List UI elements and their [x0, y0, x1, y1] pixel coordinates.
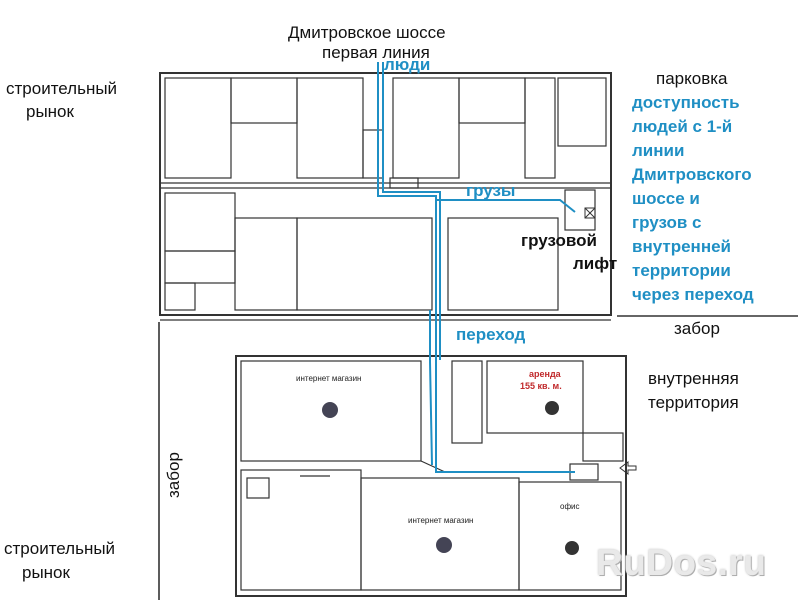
- access-line-6: грузов с: [632, 213, 702, 232]
- routes: [377, 62, 576, 473]
- access-line-2: людей с 1-й: [632, 117, 733, 136]
- people-label: люди: [384, 55, 431, 74]
- room-symbols: [322, 401, 579, 555]
- fence-left-label: забор: [164, 452, 183, 498]
- road-label-line1: Дмитровское шоссе: [288, 23, 446, 42]
- office-icon: [545, 401, 559, 415]
- access-line-3: линии: [632, 141, 685, 160]
- icons: [584, 207, 637, 475]
- freight-lift-line2: лифт: [573, 254, 618, 273]
- shop-icon: [322, 402, 338, 418]
- access-line-7: внутренней: [632, 237, 731, 256]
- office-icon: [565, 541, 579, 555]
- passage-label: переход: [456, 325, 526, 344]
- parking-label: парковка: [656, 69, 728, 88]
- room-shop1-label: интернет магазин: [296, 374, 362, 383]
- entrance-arrow-icon: [619, 461, 637, 475]
- access-line-9: через переход: [632, 285, 754, 304]
- room-rent-line2: 155 кв. м.: [520, 381, 562, 391]
- inner-territory-line1: внутренняя: [648, 369, 739, 388]
- market-bottom-line1: строительный: [4, 539, 116, 558]
- room-office-label: офис: [560, 502, 580, 511]
- room-rent-line1: аренда: [529, 369, 561, 379]
- cargo-label: грузы: [466, 181, 516, 200]
- lift-icon: [584, 207, 596, 219]
- road-label-line2: первая линия: [322, 43, 430, 62]
- fence-right-label: забор: [674, 319, 720, 338]
- access-line-8: территории: [632, 261, 731, 280]
- access-line-5: шоссе и: [632, 189, 700, 208]
- watermark: RuDos.ru: [596, 542, 767, 583]
- market-top-line2: рынок: [26, 102, 74, 121]
- market-bottom-line2: рынок: [22, 563, 70, 582]
- freight-lift-line1: грузовой: [521, 231, 597, 250]
- inner-territory-line2: территория: [648, 393, 739, 412]
- market-top-line1: строительный: [6, 79, 118, 98]
- fences: [158, 315, 798, 600]
- upper-building: [159, 72, 612, 321]
- room-shop2-label: интернет магазин: [408, 516, 474, 525]
- shop-icon: [436, 537, 452, 553]
- access-line-4: Дмитровского: [632, 165, 752, 184]
- access-line-1: доступность: [632, 93, 740, 112]
